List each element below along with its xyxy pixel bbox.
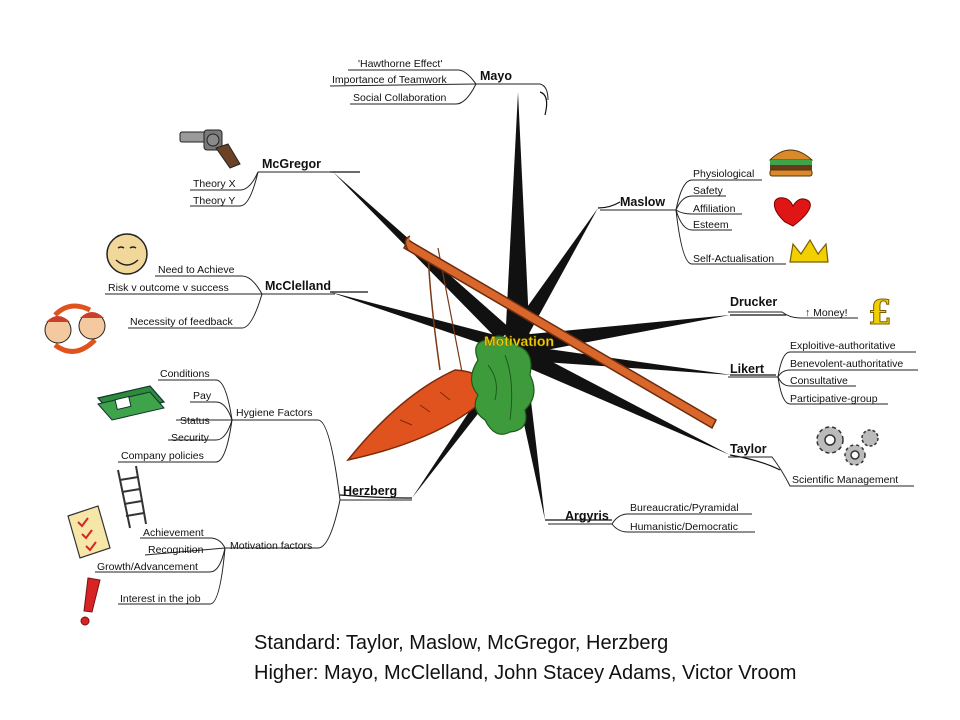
- pound-sign-icon: £: [868, 293, 892, 333]
- theorist-maslow: Maslow: [620, 195, 665, 209]
- two-faces-talking-icon: [44, 303, 106, 354]
- hygiene-item-3: Status: [180, 415, 210, 427]
- mayo-item-1: 'Hawthorne Effect': [358, 58, 442, 70]
- likert-item-2: Benevolent-authoritative: [790, 358, 903, 370]
- argyris-item-1: Bureaucratic/Pyramidal: [630, 502, 739, 514]
- theorist-mayo: Mayo: [480, 69, 512, 83]
- taylor-item-1: Scientific Management: [792, 474, 898, 486]
- motivation-item-3: Growth/Advancement: [97, 561, 198, 573]
- maslow-item-1: Physiological: [693, 168, 754, 180]
- maslow-item-4: Esteem: [693, 219, 729, 231]
- hygiene-item-5: Company policies: [121, 450, 204, 462]
- revolver-icon: [179, 129, 241, 169]
- mayo-item-2: Importance of Teamwork: [332, 74, 448, 86]
- mcgregor-item-2: Theory Y: [193, 195, 235, 207]
- argyris-item-2: Humanistic/Democratic: [630, 521, 738, 533]
- smiley-face-icon: [106, 233, 148, 275]
- motivation-item-2: Recognition: [148, 544, 204, 556]
- maslow-item-3: Affiliation: [693, 203, 736, 215]
- exclamation-icon: [80, 577, 101, 626]
- hygiene-factors-label: Hygiene Factors: [236, 407, 312, 419]
- mcgregor-item-1: Theory X: [193, 178, 236, 190]
- branch-mcclelland: McClelland Need to Achieve Risk v outcom…: [105, 264, 335, 329]
- maslow-item-5: Self-Actualisation: [693, 253, 774, 265]
- hygiene-item-2: Pay: [193, 390, 212, 402]
- likert-item-3: Consultative: [790, 375, 848, 387]
- center-label: Motivation: [484, 333, 554, 349]
- gears-icon: [816, 426, 879, 466]
- likert-item-1: Exploitive-authoritative: [790, 340, 896, 352]
- hygiene-item-4: Security: [171, 432, 210, 444]
- mcclelland-item-3: Necessity of feedback: [130, 316, 233, 328]
- likert-item-4: Participative-group: [790, 393, 878, 405]
- theorist-drucker: Drucker: [730, 295, 777, 309]
- branch-argyris: Argyris Bureaucratic/Pyramidal Humanisti…: [548, 502, 755, 533]
- motivation-factors-label: Motivation factors: [230, 540, 312, 552]
- checklist-icon: [67, 505, 111, 559]
- center-spikes: [330, 92, 732, 520]
- theorist-argyris: Argyris: [565, 509, 609, 523]
- branch-drucker: Drucker ↑ Money!: [728, 295, 858, 319]
- caption-higher: Higher: Mayo, McClelland, John Stacey Ad…: [254, 662, 797, 684]
- branch-mcgregor: McGregor Theory X Theory Y: [190, 157, 332, 207]
- mcclelland-item-1: Need to Achieve: [158, 264, 235, 276]
- mcclelland-item-2: Risk v outcome v success: [108, 282, 229, 294]
- heart-icon: [773, 197, 811, 227]
- crown-icon: [789, 238, 829, 263]
- hygiene-item-1: Conditions: [160, 368, 210, 380]
- branch-herzberg: Herzberg Hygiene Factors Conditions Pay …: [95, 368, 412, 605]
- branch-likert: Likert Exploitive-authoritative Benevole…: [728, 340, 918, 405]
- ladder-icon: [117, 465, 147, 529]
- burger-icon: [768, 149, 814, 177]
- carrot-on-stick-icon: [346, 235, 717, 462]
- branch-maslow: Maslow Physiological Safety Affiliation …: [600, 168, 786, 265]
- drucker-item-1: ↑ Money!: [805, 307, 848, 319]
- theorist-taylor: Taylor: [730, 442, 767, 456]
- theorist-herzberg: Herzberg: [343, 484, 397, 498]
- theorist-likert: Likert: [730, 362, 765, 376]
- caption-standard: Standard: Taylor, Maslow, McGregor, Herz…: [254, 632, 669, 654]
- mayo-item-3: Social Collaboration: [353, 92, 447, 104]
- banknotes-icon: [96, 385, 166, 421]
- branch-mayo: Mayo 'Hawthorne Effect' Importance of Te…: [329, 58, 549, 105]
- theorist-mcgregor: McGregor: [262, 157, 321, 171]
- branch-lines: [330, 91, 786, 521]
- motivation-item-1: Achievement: [143, 527, 204, 539]
- motivation-item-4: Interest in the job: [120, 593, 201, 605]
- branch-taylor: Taylor Scientific Management: [728, 442, 914, 487]
- maslow-item-2: Safety: [693, 185, 724, 197]
- theorist-mcclelland: McClelland: [265, 279, 331, 293]
